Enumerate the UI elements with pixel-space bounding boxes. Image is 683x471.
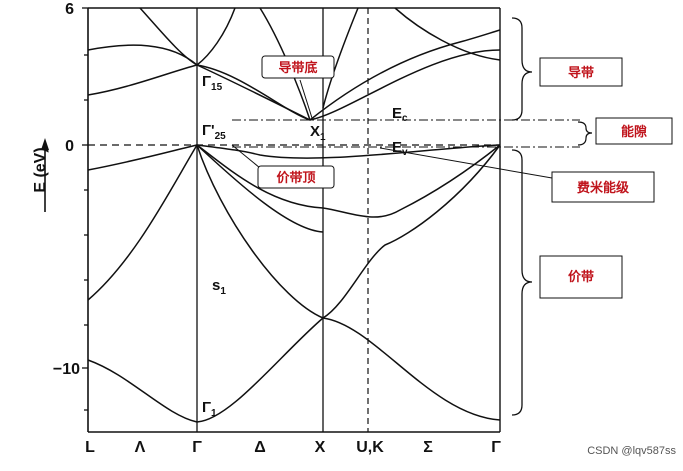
conduction-brace <box>511 17 533 121</box>
cbm-callout-box <box>261 55 335 79</box>
conduction-band-box <box>539 57 623 87</box>
y-tick-minus10: −10 <box>53 361 80 378</box>
fermi-level-box <box>551 171 655 203</box>
vbm-callout-label: 价带顶 <box>276 170 315 185</box>
label-gamma15: Γ15 <box>202 73 223 93</box>
gap-brace <box>577 121 593 146</box>
y-axis-arrow-head <box>41 138 49 150</box>
vbm-callout-box <box>257 165 335 189</box>
k-label-gamma-end: Γ <box>491 439 501 456</box>
vbm-pointer <box>231 144 261 169</box>
cbm-pointer <box>299 79 313 119</box>
label-x1: X1 <box>310 123 326 143</box>
conduction-band-label: 导带 <box>568 65 594 80</box>
label-ec: Ec <box>392 105 408 124</box>
y-tick-6: 6 <box>65 1 74 18</box>
label-gamma1: Γ1 <box>202 399 217 419</box>
y-axis-label-group: E (eV) <box>32 147 49 192</box>
valence-band-label: 价带 <box>568 269 594 284</box>
y-tick-0: 0 <box>65 138 74 155</box>
k-label-lambda: Λ <box>135 439 146 456</box>
band-gap-label: 能隙 <box>621 124 647 139</box>
k-label-uk: U,K <box>356 439 384 456</box>
k-label-sigma: Σ <box>423 439 433 456</box>
k-label-delta: Δ <box>254 439 266 456</box>
cbm-callout-label: 导带底 <box>278 60 317 75</box>
k-label-x: X <box>315 439 326 456</box>
watermark: CSDN @lqv587ss <box>587 445 676 457</box>
y-axis-label: E (eV) <box>32 147 49 192</box>
k-label-gamma: Γ <box>192 439 202 456</box>
label-ev: Ev <box>392 139 408 158</box>
label-s1: s1 <box>212 277 226 297</box>
k-label-l: L <box>85 439 95 456</box>
y-ticks <box>82 7 88 411</box>
band-curves <box>87 7 501 423</box>
valence-brace <box>511 149 533 416</box>
band-gap-box <box>595 117 673 145</box>
fermi-pointer <box>379 147 553 179</box>
label-gamma25: Γ'25 <box>202 122 226 142</box>
fermi-level-label: 费米能级 <box>577 180 630 195</box>
valence-band-box <box>539 255 623 299</box>
